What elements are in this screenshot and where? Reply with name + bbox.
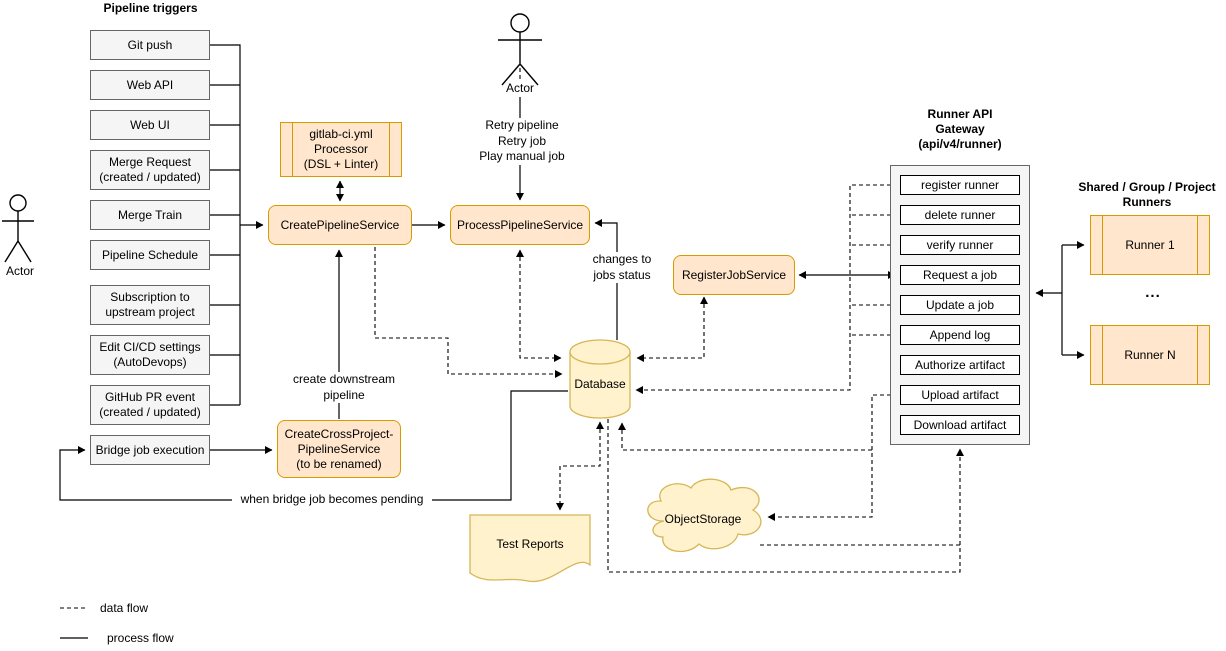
register-job-service: RegisterJobService (673, 255, 795, 295)
trigger-pipeline-schedule: Pipeline Schedule (90, 240, 210, 270)
edge-gateway-to-db (635, 184, 898, 394)
gateway-update-a-job: Update a job (900, 295, 1020, 315)
legend-process-flow-label: process flow (107, 631, 174, 645)
edge-registerjob-db (636, 296, 708, 362)
trigger-subscription: Subscription to upstream project (90, 285, 210, 325)
object-storage-label: ObjectStorage (664, 512, 742, 526)
gateway-register-runner: register runner (900, 175, 1020, 195)
trigger-git-push: Git push (90, 30, 210, 60)
changes-jobs-status-label: changes to jobs status (583, 252, 661, 284)
shared-runners-title: Shared / Group / Project Runners (1078, 180, 1216, 209)
database-cylinder (569, 339, 631, 419)
trigger-bridge-job: Bridge job execution (90, 435, 210, 465)
trigger-github-pr: GitHub PR event (created / updated) (90, 385, 210, 425)
edge-db-testreports (556, 421, 604, 511)
gateway-verify-runner: verify runner (900, 235, 1020, 255)
edge-gateway-stubs (850, 214, 898, 336)
runner-api-gateway-title: Runner API Gateway (api/v4/runner) (918, 107, 1002, 151)
create-downstream-label: create downstream pipeline (280, 372, 408, 404)
gateway-request-a-job: Request a job (900, 265, 1020, 285)
retry-edge-label: Retry pipeline Retry job Play manual job (450, 118, 594, 165)
edge-db-to-processpipeline (594, 219, 618, 340)
test-reports-document (469, 514, 591, 583)
edge-createpipeline-to-db (374, 247, 563, 378)
database-label: Database (574, 377, 626, 391)
create-pipeline-service: CreatePipelineService (268, 205, 412, 245)
create-cross-project-pipeline-service: CreateCrossProject- PipelineService (to … (277, 420, 401, 478)
edge-processpipeline-db (516, 249, 562, 362)
edge-db-to-download (607, 419, 964, 573)
gateway-append-log: Append log (900, 325, 1020, 345)
trigger-merge-request: Merge Request (created / updated) (90, 150, 210, 190)
runner-n: Runner N (1090, 325, 1210, 385)
gitlab-ci-processor: gitlab-ci.yml Processor (DSL + Linter) (280, 122, 402, 177)
trigger-edit-cicd: Edit CI/CD settings (AutoDevops) (90, 335, 210, 375)
edge-upload-to-db (618, 422, 872, 451)
edge-trigger-trunk (210, 44, 241, 406)
test-reports-label: Test Reports (496, 537, 564, 551)
runner-1-label: Runner 1 (1125, 237, 1175, 252)
legend-data-flow-label: data flow (100, 601, 149, 615)
left-actor-figure (2, 194, 34, 263)
runner-n-label: Runner N (1124, 347, 1176, 362)
top-actor-label: Actor (505, 81, 534, 95)
gateway-authorize-artifact: Authorize artifact (900, 355, 1020, 375)
gateway-download-artifact: Download artifact (900, 415, 1020, 435)
trigger-merge-train: Merge Train (90, 200, 210, 230)
bridge-pending-label: when bridge job becomes pending (232, 492, 432, 508)
left-actor-label: Actor (5, 264, 34, 278)
pipeline-triggers-title: Pipeline triggers (103, 1, 198, 15)
edge-upload-to-objectstorage (767, 394, 898, 521)
trigger-web-ui: Web UI (90, 110, 210, 140)
runners-ellipsis: ... (1145, 284, 1161, 301)
object-storage-cloud (647, 478, 762, 553)
trigger-web-api: Web API (90, 70, 210, 100)
top-actor-figure (498, 13, 542, 86)
process-pipeline-service: ProcessPipelineService (450, 205, 590, 245)
gateway-upload-artifact: Upload artifact (900, 385, 1020, 405)
gateway-delete-runner: delete runner (900, 205, 1020, 225)
runner-1: Runner 1 (1090, 215, 1210, 275)
gitlab-ci-processor-label: gitlab-ci.yml Processor (DSL + Linter) (303, 127, 379, 171)
